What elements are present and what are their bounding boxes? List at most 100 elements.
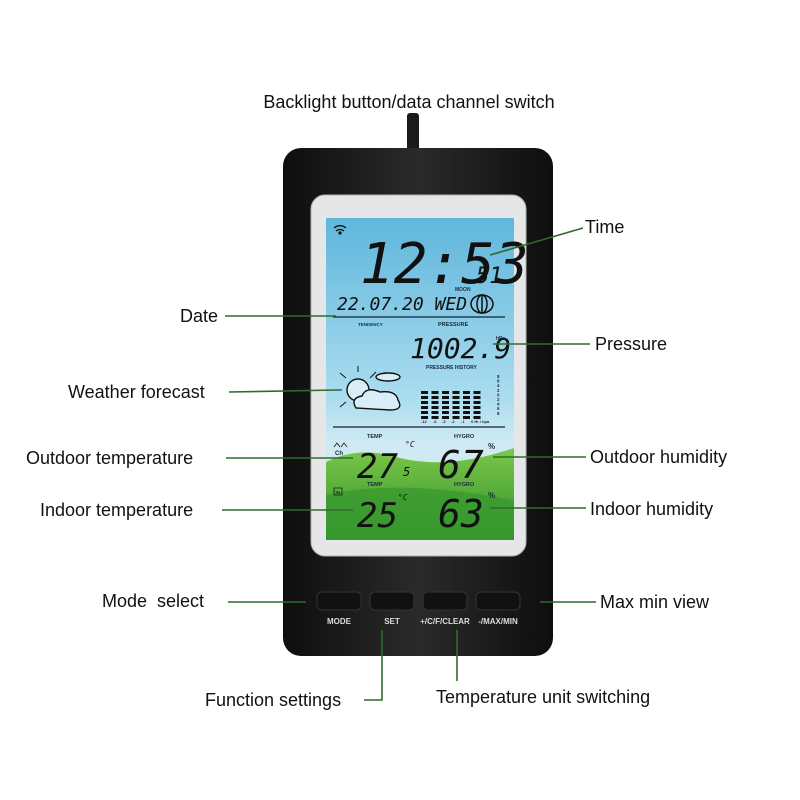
history-bar-segment — [473, 391, 481, 394]
history-bar-segment — [473, 406, 481, 409]
history-bar-segment — [473, 396, 481, 399]
callout-temperature-unit-switching: Temperature unit switching — [436, 687, 650, 707]
pressure-label: PRESSURE — [438, 322, 469, 328]
outdoor-hygro-label: HYGRO — [454, 434, 475, 440]
history-bar-segment — [463, 391, 470, 394]
history-scale-label: 0 — [497, 392, 500, 397]
outdoor-temp-unit: °C — [405, 440, 415, 449]
date-display: 22.07.20 WED — [337, 294, 467, 315]
indoor-hygro-label: HYGRO — [454, 482, 475, 488]
callout-date: Date — [180, 306, 218, 326]
tendency-label: TENDENCY — [358, 322, 383, 327]
history-scale-label: 8 — [497, 411, 500, 416]
history-scale-label: 8 — [497, 374, 500, 379]
pressure-history-bars — [421, 391, 481, 419]
max-min-button[interactable]: -/MAX/MIN — [475, 591, 521, 626]
indoor-humidity-percent: % — [488, 491, 495, 500]
callout-outdoor-humidity: Outdoor humidity — [590, 447, 727, 467]
pressure-history-axis: -12 -6 -3 -2 -1 0 Hr / hpa — [421, 419, 490, 424]
history-axis-label: -1 — [461, 419, 465, 424]
moon-phase-icon — [470, 294, 494, 314]
indoor-temp-unit: °C — [398, 493, 408, 502]
history-scale-label: 6 — [497, 406, 500, 411]
backlight-button[interactable] — [407, 113, 419, 151]
history-axis-label: -6 — [433, 419, 437, 424]
unit-clear-button[interactable]: +/C/F/CLEAR — [420, 591, 470, 626]
history-bar-segment — [442, 396, 449, 399]
history-axis-label: 0 Hr / hpa — [471, 419, 490, 424]
history-bar-segment — [473, 401, 481, 404]
callout-mode-select: Mode select — [102, 591, 204, 611]
outdoor-humidity-value: 67 — [438, 443, 484, 487]
callout-pressure: Pressure — [595, 334, 667, 354]
history-bar-segment — [452, 406, 460, 409]
pressure-unit: hPa — [496, 336, 505, 342]
history-bar-segment — [431, 401, 439, 404]
callout-backlight: Backlight button/data channel switch — [263, 92, 554, 112]
history-axis-label: -2 — [451, 419, 455, 424]
history-bar-segment — [421, 401, 428, 404]
history-bar-segment — [463, 406, 470, 409]
pressure-history-label: PRESSURE HISTORY — [426, 365, 478, 371]
history-bar-segment — [463, 416, 470, 419]
max-min-button-label: -/MAX/MIN — [478, 617, 518, 626]
history-axis-label: -12 — [421, 419, 428, 424]
history-bar-segment — [442, 406, 449, 409]
mode-button-label: MODE — [327, 617, 352, 626]
pressure-value: 1002.9 — [410, 332, 511, 365]
history-bar-segment — [452, 391, 460, 394]
indoor-temperature-value: 25 — [357, 496, 398, 536]
time-display: 12:53 — [360, 232, 529, 297]
callout-indoor-temperature: Indoor temperature — [40, 500, 193, 520]
outdoor-humidity-percent: % — [488, 442, 495, 451]
history-scale-label: 4 — [497, 402, 500, 407]
history-bar-segment — [463, 401, 470, 404]
indoor-label: IN — [336, 490, 341, 495]
history-bar-segment — [473, 416, 481, 419]
history-scale-label: 6 — [497, 379, 500, 384]
history-axis-label: -3 — [442, 419, 446, 424]
outdoor-temp-decimal: 5 — [403, 465, 410, 479]
callout-function-settings: Function settings — [205, 690, 341, 710]
history-bar-segment — [442, 401, 449, 404]
outdoor-house-icon — [333, 442, 348, 448]
history-bar-segment — [421, 416, 428, 419]
history-bar-segment — [452, 416, 460, 419]
history-bar-segment — [452, 411, 460, 414]
history-scale-label: 2 — [497, 388, 500, 393]
history-bar-segment — [442, 391, 449, 394]
callout-max-min-view: Max min view — [600, 592, 710, 612]
sun-cloud-forecast-icon — [335, 366, 401, 411]
callout-lines — [222, 227, 596, 701]
history-bar-segment — [442, 416, 449, 419]
indoor-humidity-value: 63 — [438, 492, 484, 536]
outdoor-temperature-value: 27 — [357, 447, 398, 487]
history-bar-segment — [452, 401, 460, 404]
moon-label: MOON — [455, 287, 471, 293]
set-button-label: SET — [384, 617, 400, 626]
history-bar-segment — [431, 406, 439, 409]
callout-outdoor-temperature: Outdoor temperature — [26, 448, 193, 468]
history-bar-segment — [431, 411, 439, 414]
indoor-temp-label: TEMP — [367, 482, 383, 488]
seconds-display: 51 — [476, 264, 503, 289]
mode-button[interactable]: MODE — [316, 591, 362, 626]
history-bar-segment — [442, 411, 449, 414]
unit-clear-button-label: +/C/F/CLEAR — [420, 617, 470, 626]
history-bar-segment — [421, 411, 428, 414]
history-bar-segment — [473, 411, 481, 414]
callout-time: Time — [585, 217, 624, 237]
history-bar-segment — [421, 406, 428, 409]
history-bar-segment — [463, 411, 470, 414]
wifi-signal-icon — [333, 225, 347, 235]
history-bar-segment — [452, 396, 460, 399]
set-button[interactable]: SET — [369, 591, 415, 626]
history-scale-label: 4 — [497, 383, 500, 388]
history-bar-segment — [463, 396, 470, 399]
callout-indoor-humidity: Indoor humidity — [590, 499, 713, 519]
history-scale-label: 2 — [497, 397, 500, 402]
indoor-house-icon — [333, 487, 343, 496]
callout-weather-forecast: Weather forecast — [68, 382, 205, 402]
